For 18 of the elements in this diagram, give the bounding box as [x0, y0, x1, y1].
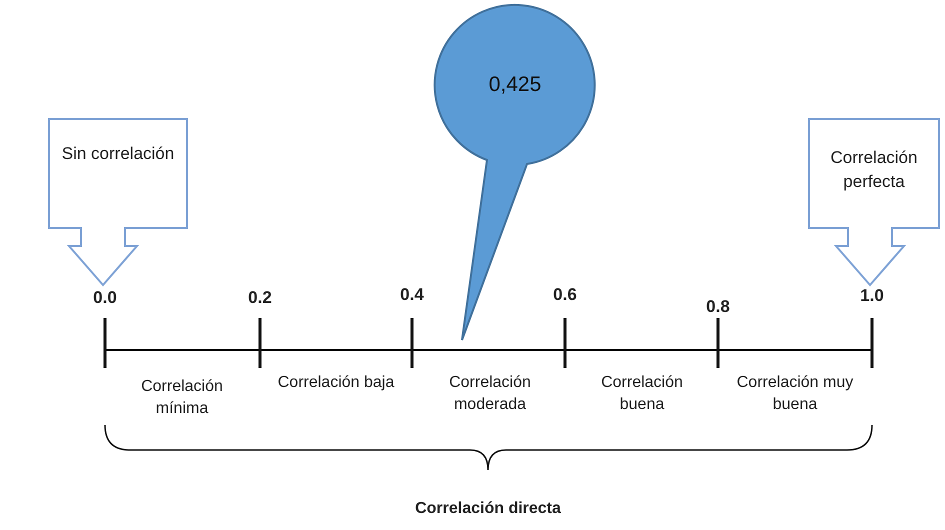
callout-arrow-box [48, 118, 188, 286]
tick-label: 0.2 [247, 287, 273, 309]
callout-text: 0,425 [488, 72, 542, 98]
callout-text: Sin correlación [60, 143, 176, 165]
range-label: Correlación mínima [140, 377, 224, 419]
range-label: Correlación moderada [448, 373, 532, 415]
range-label: Correlación baja [276, 373, 396, 393]
speech-bubble [433, 4, 597, 342]
range-label: Correlación muy buena [736, 373, 854, 415]
tick-label: 0.8 [705, 296, 731, 318]
tick-label: 0.4 [399, 284, 425, 306]
tick-label: 1.0 [859, 285, 885, 307]
callout-arrow-box [808, 118, 940, 286]
range-label: Correlación directa [414, 499, 562, 519]
range-label: Correlación buena [600, 373, 684, 415]
tick-label: 0.0 [92, 287, 118, 309]
tick-label: 0.6 [552, 284, 578, 306]
callout-text: Correlación perfecta [830, 147, 918, 193]
